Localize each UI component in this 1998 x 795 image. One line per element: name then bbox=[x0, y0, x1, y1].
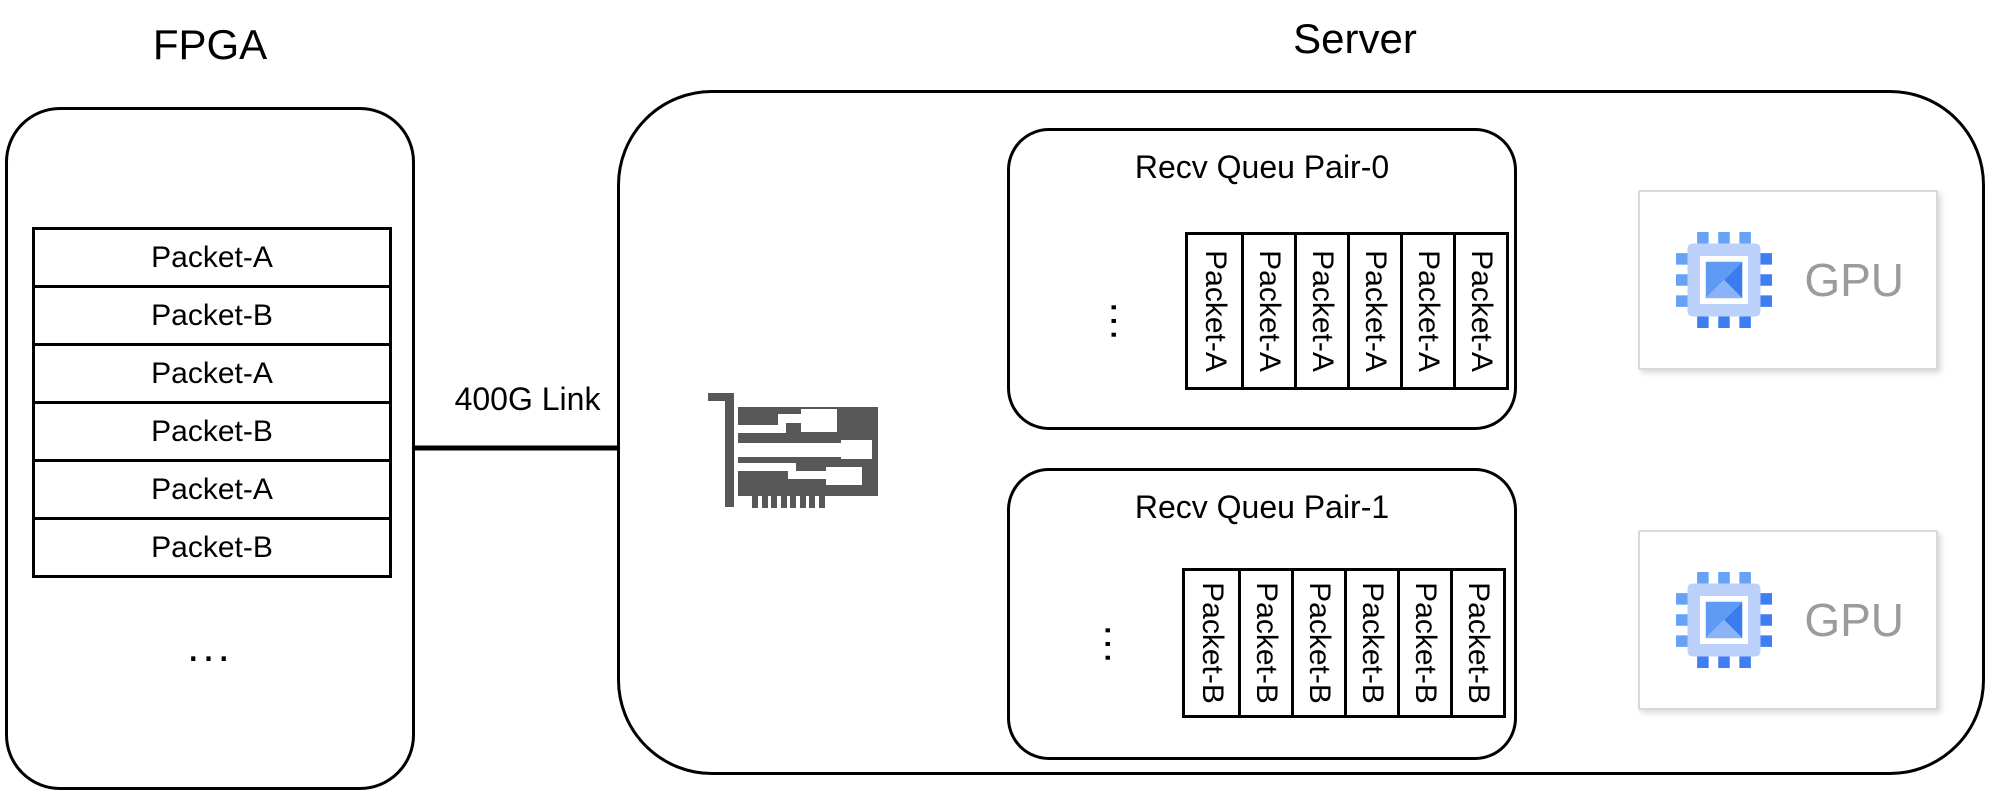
queue-0-packet-cell-label: Packet-A bbox=[1253, 250, 1286, 372]
fpga-packet-row-label: Packet-B bbox=[151, 530, 273, 564]
queue-1-packet-cell: Packet-B bbox=[1238, 571, 1291, 715]
queue-1-packet-cell-label: Packet-B bbox=[1462, 582, 1495, 704]
queue-1-packet-cell-label: Packet-B bbox=[1303, 582, 1336, 704]
gpu-1-box: GPU bbox=[1638, 530, 1938, 710]
gpu-chip-icon bbox=[1676, 572, 1772, 668]
queue-0-packet-cell: Packet-A bbox=[1453, 235, 1506, 387]
fpga-title: FPGA bbox=[152, 21, 268, 68]
queue-0-packet-cell-label: Packet-A bbox=[1306, 250, 1339, 372]
queue-1-packet-cells: Packet-B Packet-B Packet-B Packet-B Packet-B… bbox=[1182, 568, 1506, 718]
queue-1-packet-cell-label: Packet-B bbox=[1409, 582, 1442, 704]
gpu-0-label: GPU bbox=[1804, 254, 1904, 306]
fpga-packet-row-label: Packet-B bbox=[151, 298, 273, 332]
gpu-0-box: GPU bbox=[1638, 190, 1938, 370]
fpga-packet-row-label: Packet-A bbox=[151, 472, 273, 506]
fpga-packet-row-label: Packet-B bbox=[151, 414, 273, 448]
link-label: 400G Link bbox=[454, 381, 601, 417]
fpga-packet-row: Packet-A bbox=[35, 343, 389, 401]
queue-1-packet-cell-label: Packet-B bbox=[1356, 582, 1389, 704]
fpga-packet-list: Packet-A Packet-B Packet-A Packet-B Packet-A… bbox=[32, 227, 392, 578]
queue-1-packet-cell: Packet-B bbox=[1344, 571, 1397, 715]
queue-0-packet-cell-label: Packet-A bbox=[1465, 250, 1498, 372]
fpga-packet-row: Packet-B bbox=[35, 285, 389, 343]
fpga-packet-row: Packet-B bbox=[35, 401, 389, 459]
queue-0-packet-cell-label: Packet-A bbox=[1412, 250, 1445, 372]
gpu-chip-icon bbox=[1676, 232, 1772, 328]
queue-0-packet-cell-label: Packet-A bbox=[1359, 250, 1392, 372]
queue-1-packet-cell: Packet-B bbox=[1291, 571, 1344, 715]
gpu-1-label: GPU bbox=[1804, 594, 1904, 646]
recv-queue-pair-0-title: Recv Queu Pair-0 bbox=[1134, 149, 1390, 185]
fpga-packet-row: Packet-A bbox=[35, 459, 389, 517]
queue-1-packet-cell: Packet-B bbox=[1450, 571, 1503, 715]
queue-0-ellipsis: ... bbox=[1102, 301, 1150, 343]
queue-1-packet-cell: Packet-B bbox=[1185, 571, 1238, 715]
fpga-packet-row-label: Packet-A bbox=[151, 356, 273, 390]
queue-0-packet-cell: Packet-A bbox=[1400, 235, 1453, 387]
queue-1-packet-cell-label: Packet-B bbox=[1250, 582, 1283, 704]
queue-0-packet-cell: Packet-A bbox=[1294, 235, 1347, 387]
queue-1-packet-cell-label: Packet-B bbox=[1195, 582, 1229, 704]
queue-0-packet-cell: Packet-A bbox=[1188, 235, 1241, 387]
queue-0-packet-cell: Packet-A bbox=[1241, 235, 1294, 387]
recv-queue-pair-1-title: Recv Queu Pair-1 bbox=[1134, 489, 1390, 525]
queue-1-ellipsis: ... bbox=[1096, 624, 1144, 666]
queue-0-packet-cells: Packet-A Packet-A Packet-A Packet-A Packet-A… bbox=[1185, 232, 1509, 390]
fpga-packet-row: Packet-B bbox=[35, 517, 389, 575]
fpga-packet-row-label: Packet-A bbox=[151, 240, 273, 274]
fpga-ellipsis: ... bbox=[187, 622, 233, 671]
queue-0-packet-cell: Packet-A bbox=[1347, 235, 1400, 387]
server-title: Server bbox=[1293, 15, 1417, 62]
queue-0-packet-cell-label: Packet-A bbox=[1198, 250, 1232, 372]
queue-1-packet-cell: Packet-B bbox=[1397, 571, 1450, 715]
fpga-packet-row: Packet-A bbox=[35, 230, 389, 285]
